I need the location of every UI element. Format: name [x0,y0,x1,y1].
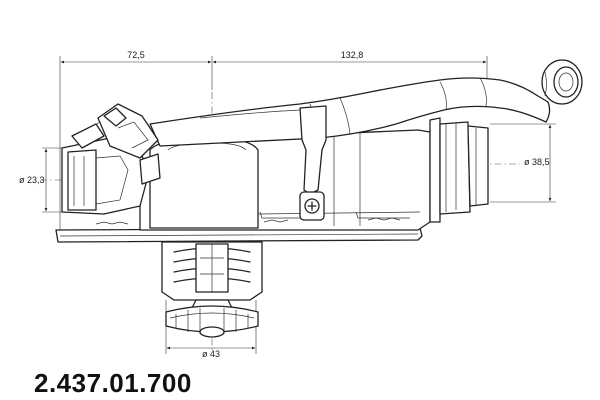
dim-label-dia-38-5: ø 38,5 [524,157,550,167]
dimension-labels: 72,5 132,8 ø 23,3 ø 38,5 ø 43 [19,50,550,359]
coolant-hose [149,59,583,147]
thermostat-housing [55,129,431,243]
sensor-connector-left [61,103,161,215]
dim-label-132-8: 132,8 [341,50,364,60]
dim-label-72-5: 72,5 [127,50,145,60]
thermostat-element [161,241,263,338]
dim-label-dia-23-3: ø 23,3 [19,175,45,185]
hose-clamp [299,105,327,221]
dim-label-dia-43: ø 43 [202,349,220,359]
part-number: 2.437.01.700 [34,368,192,398]
outlet-collar-right [429,117,489,223]
